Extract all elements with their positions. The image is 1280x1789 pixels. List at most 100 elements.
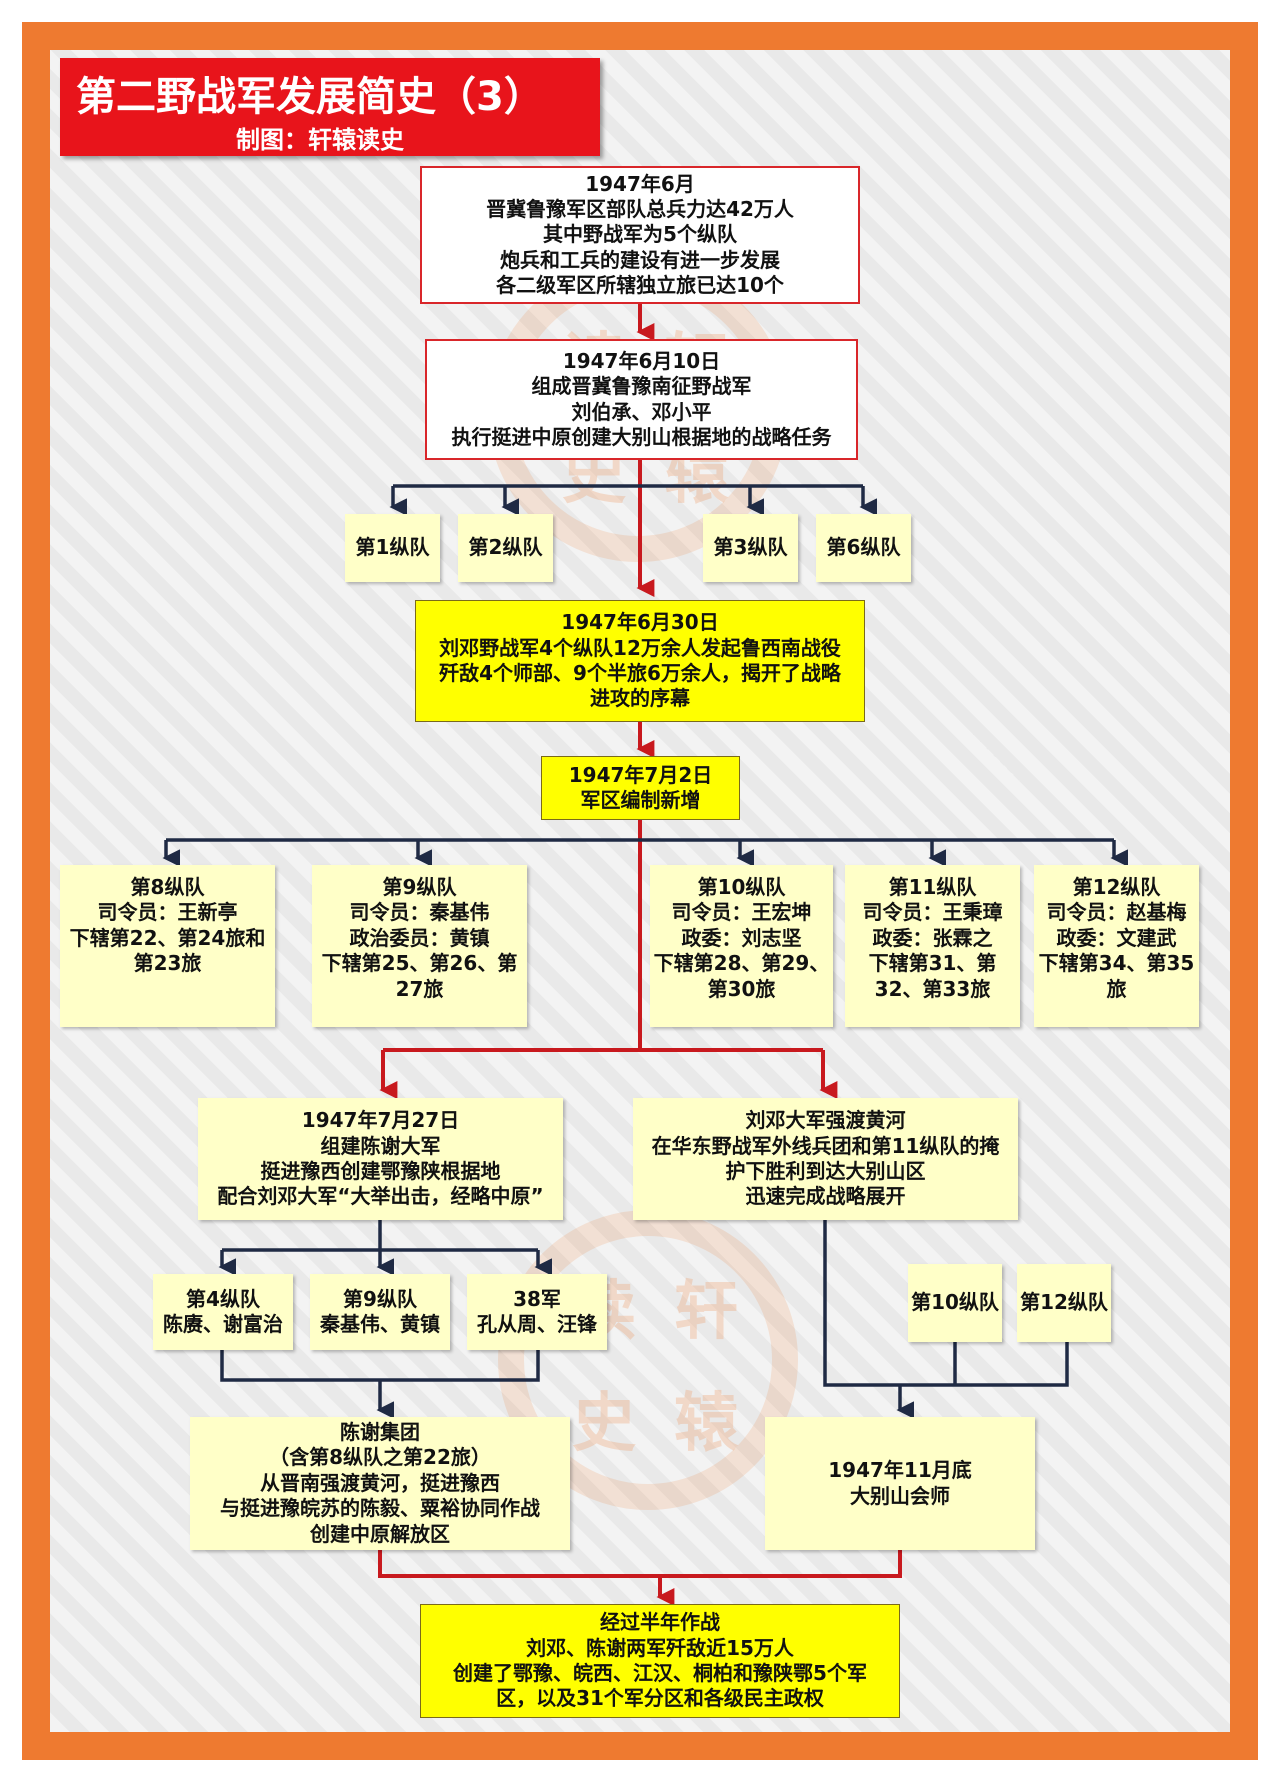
node-line: 1947年6月10日 [562,348,721,373]
node-half-year-summary: 经过半年作战 刘邓、陈谢两军歼敌近15万人 创建了鄂豫、皖西、江汉、桐柏和豫陕鄂… [420,1604,900,1718]
column-10-card: 第10纵队 司令员：王宏坤 政委：刘志坚 下辖第28、第29、 第30旅 [650,865,833,1027]
node-line: 27旅 [395,976,444,1001]
node-yellow-river-crossing: 刘邓大军强渡黄河 在华东野战军外线兵团和第11纵队的掩 护下胜利到达大别山区 迅… [633,1098,1018,1220]
node-line: 第30旅 [707,976,776,1001]
node-line: 第10纵队 [697,875,786,899]
node-line: 配合刘邓大军“大举出击，经略中原” [217,1184,544,1209]
node-chen-xie-group: 陈谢集团 （含第8纵队之第22旅） 从晋南强渡黄河，挺进豫西 与挺进豫皖苏的陈毅… [190,1417,570,1550]
node-line: 下辖第34、第35 [1038,951,1195,976]
node-line: 司令员：赵基梅 [1046,900,1187,925]
column-11-card: 第11纵队 司令员：王秉璋 政委：张霖之 下辖第31、第 32、第33旅 [845,865,1020,1027]
node-line: 第8纵队 [130,875,205,899]
node-line: 政委：刘志坚 [681,925,802,950]
node-line: 1947年6月 [585,171,695,196]
node-line: 32、第33旅 [874,976,991,1001]
node-line: 第23旅 [133,951,202,976]
node-line: 刘邓、陈谢两军歼敌近15万人 [526,1635,794,1660]
node-line: 下辖第25、第26、第 [321,951,518,976]
node-line: 第9纵队 [343,1286,417,1311]
node-line: 第11纵队 [888,875,977,899]
node-july-2-1947: 1947年7月2日 军区编制新增 [541,756,740,820]
node-line: 司令员：王新亭 [97,900,238,925]
node-line: 第2纵队 [468,535,543,560]
node-line: 歼敌4个师部、9个半旅6万余人，揭开了战略 [439,661,841,685]
column-12-small: 第12纵队 [1017,1264,1111,1342]
node-line: 组成晋冀鲁豫南征野战军 [531,374,752,399]
node-line: 1947年11月底 [828,1458,972,1483]
column-9-card: 第9纵队 司令员：秦基伟 政治委员：黄镇 下辖第25、第26、第 27旅 [312,865,527,1027]
page-title: 第二野战军发展简史（3） [76,74,544,120]
node-line: 下辖第22、第24旅和 [69,925,266,950]
node-line: 第12纵队 [1020,1290,1108,1315]
column-8-card: 第8纵队 司令员：王新亭 下辖第22、第24旅和 第23旅 [60,865,275,1027]
column-9-leaders-card: 第9纵队 秦基伟、黄镇 [310,1274,450,1350]
node-line: 政委：张霖之 [872,925,993,950]
node-line: 司令员：秦基伟 [349,900,490,925]
node-line: 司令员：王秉璋 [862,900,1003,925]
node-line: 第3纵队 [713,535,788,560]
node-line: 第9纵队 [382,875,457,899]
node-line: 第6纵队 [826,535,901,560]
node-june-10-1947: 1947年6月10日 组成晋冀鲁豫南征野战军 刘伯承、邓小平 执行挺进中原创建大… [425,339,858,460]
node-line: 创建中原解放区 [310,1521,450,1546]
node-line: 政委：文建武 [1056,925,1177,950]
node-line: 陈谢集团 [340,1420,420,1445]
node-line: 旅 [1106,976,1127,1001]
army-38-card: 38军 孔从周、汪锋 [467,1274,607,1350]
node-line: 陈赓、谢富治 [163,1312,283,1336]
node-line: 1947年7月27日 [301,1108,460,1133]
node-line: 司令员：王宏坤 [671,900,812,925]
column-6: 第6纵队 [816,514,911,582]
node-line: 大别山会师 [850,1483,950,1508]
node-line: 军区编制新增 [580,788,701,812]
watermark-char: 史 [572,1386,636,1461]
column-2: 第2纵队 [458,514,553,582]
column-12-card: 第12纵队 司令员：赵基梅 政委：文建武 下辖第34、第35 旅 [1034,865,1199,1027]
node-line: 从晋南强渡黄河，挺进豫西 [260,1470,500,1495]
node-line: 下辖第28、第29、 [653,951,830,976]
node-line: 1947年7月2日 [568,762,713,787]
node-line: 护下胜利到达大别山区 [725,1159,926,1183]
node-line: 晋冀鲁豫军区部队总兵力达42万人 [486,196,794,221]
node-dabie-meeting: 1947年11月底 大别山会师 [765,1417,1035,1550]
node-line: 各二级军区所辖独立旅已达10个 [496,273,784,298]
watermark-char: 辕 [674,1386,738,1461]
node-line: 挺进豫西创建鄂豫陕根据地 [260,1159,501,1183]
navy-connector [823,1220,1069,1387]
node-line: 刘邓大军强渡黄河 [745,1108,906,1133]
node-line: （含第8纵队之第22旅） [269,1445,491,1470]
node-line: 其中野战军为5个纵队 [543,222,737,247]
node-line: 政治委员：黄镇 [349,925,490,950]
node-line: 下辖第31、第 [868,951,997,976]
node-line: 与挺进豫皖苏的陈毅、粟裕协同作战 [220,1496,540,1521]
column-1: 第1纵队 [345,514,440,582]
node-line: 第10纵队 [911,1290,999,1315]
node-line: 在华东野战军外线兵团和第11纵队的掩 [651,1133,1000,1158]
node-line: 第12纵队 [1072,875,1161,899]
node-line: 秦基伟、黄镇 [320,1312,440,1336]
node-line: 组建陈谢大军 [320,1133,441,1158]
title-banner: 第二野战军发展简史（3） 制图：轩辕读史 [60,58,600,156]
node-june-30-1947: 1947年6月30日 刘邓野战军4个纵队12万余人发起鲁西南战役 歼敌4个师部、… [415,600,865,722]
node-line: 刘伯承、邓小平 [571,399,712,424]
node-line: 孔从周、汪锋 [477,1312,597,1336]
watermark-char: 轩 [674,1274,738,1349]
column-4-card: 第4纵队 陈赓、谢富治 [153,1274,293,1350]
node-line: 第1纵队 [355,535,430,560]
node-line: 第4纵队 [186,1286,260,1311]
node-line: 迅速完成战略展开 [745,1184,906,1209]
node-line: 1947年6月30日 [561,610,719,635]
red-connector [378,1550,902,1578]
node-line: 38军 [513,1286,561,1311]
node-line: 区，以及31个军分区和各级民主政权 [496,1686,824,1711]
node-july-27-1947: 1947年7月27日 组建陈谢大军 挺进豫西创建鄂豫陕根据地 配合刘邓大军“大举… [198,1098,563,1220]
node-line: 炮兵和工兵的建设有进一步发展 [500,247,780,272]
navy-connector [220,1350,540,1382]
node-line: 创建了鄂豫、皖西、江汉、桐柏和豫陕鄂5个军 [453,1661,867,1685]
column-10-small: 第10纵队 [908,1264,1002,1342]
page-subtitle: 制图：轩辕读史 [236,126,404,154]
node-line: 进攻的序幕 [590,686,690,711]
node-line: 经过半年作战 [600,1610,720,1635]
